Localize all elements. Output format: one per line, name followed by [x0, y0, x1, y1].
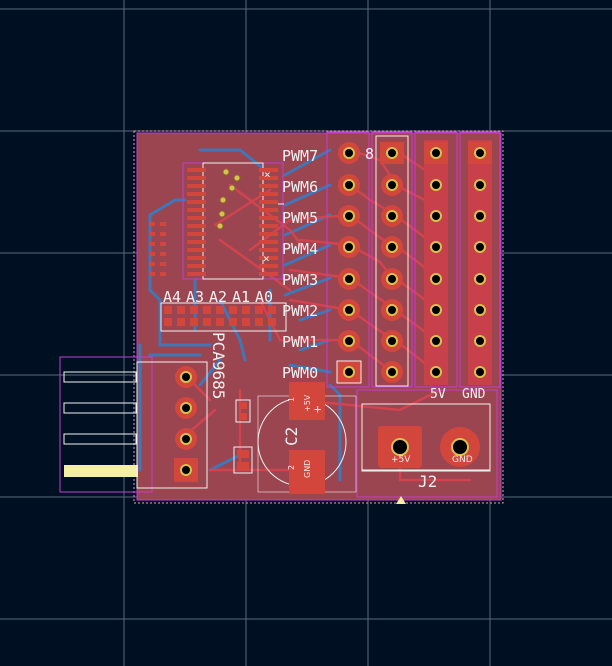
- pwm-label-5: PWM5: [282, 209, 318, 227]
- front-copper-traces: [178, 148, 472, 482]
- capacitor-pin1-net: +5V: [303, 394, 312, 412]
- pwm-label-3: PWM3: [282, 271, 318, 289]
- analog-labels: A4 A3 A2 A1 A0: [163, 288, 273, 306]
- analog-label-a1: A1: [232, 288, 250, 306]
- ic-body-outline: [202, 162, 264, 280]
- ic-pads-left: [187, 168, 206, 276]
- header-courtyard-signal: [371, 131, 413, 388]
- pwm-label-0: PWM0: [282, 364, 318, 382]
- address-jumper-pads: [164, 306, 276, 326]
- pwm-label-4: PWM4: [282, 240, 318, 258]
- rail-label-gnd: GND: [462, 387, 486, 402]
- capacitor-pin2-number: 2: [287, 465, 296, 470]
- pwm-label-7: PWM7: [282, 147, 318, 165]
- cross-marker-icon: ×: [263, 252, 270, 265]
- board-outline: [136, 132, 502, 501]
- header-courtyard-pwm: [326, 131, 370, 388]
- pin-header-pwm[interactable]: [336, 142, 362, 384]
- small-resistors[interactable]: [233, 399, 253, 474]
- terminal-courtyard: [356, 389, 498, 498]
- analog-label-a3: A3: [186, 288, 204, 306]
- header-courtyard-gnd: [459, 131, 501, 388]
- pwm-label-6: PWM6: [282, 178, 318, 196]
- ic-vias: [216, 168, 241, 230]
- pwm-label-1: PWM1: [282, 333, 318, 351]
- power-terminal-j2[interactable]: +5V GND J2: [356, 389, 498, 504]
- capacitor-polarity-mark: +: [314, 402, 321, 416]
- anchor-triangle-icon: [396, 496, 406, 504]
- header-silk-signal: [375, 135, 409, 387]
- pin-header-5v[interactable]: [424, 140, 448, 385]
- header-courtyard-5v: [414, 131, 458, 388]
- side-connector-highlight: [64, 465, 138, 477]
- capacitor-c2[interactable]: 1 +5V 2 GND C2 +: [257, 382, 357, 494]
- board-edge: [133, 130, 504, 504]
- side-connector-courtyard: [59, 356, 153, 493]
- back-copper-traces: [138, 148, 342, 482]
- ic-reference-label: PCA9685: [209, 332, 228, 399]
- terminal-reference: J2: [418, 472, 437, 491]
- resistor-array-left[interactable]: [149, 222, 166, 276]
- header-count-label: 8: [365, 145, 374, 163]
- rail-label-5v: 5V: [430, 387, 446, 402]
- capacitor-pad-2[interactable]: [289, 450, 325, 494]
- analog-label-a4: A4: [163, 288, 181, 306]
- capacitor-pad-1[interactable]: [289, 382, 325, 420]
- analog-label-a2: A2: [209, 288, 227, 306]
- side-connector[interactable]: [59, 356, 208, 493]
- ic-footprint[interactable]: [182, 162, 284, 280]
- terminal-pad-plus5v-label: +5V: [391, 455, 411, 465]
- pwm-labels: PWM7 PWM6 PWM5 PWM4 PWM3 PWM2 PWM1 PWM0: [282, 147, 318, 382]
- cross-marker-icon-2: ×: [264, 168, 271, 181]
- ic-pads-right: [259, 168, 278, 276]
- pin-header-gnd[interactable]: [468, 140, 492, 385]
- address-jumpers[interactable]: [160, 302, 287, 332]
- capacitor-pin1-number: 1: [287, 397, 296, 402]
- pin-header-signal[interactable]: [380, 142, 404, 383]
- capacitor-reference: C2: [282, 427, 301, 446]
- capacitor-pin2-net: GND: [303, 460, 312, 478]
- address-jumper-outline: [160, 302, 287, 332]
- terminal-outline: [361, 403, 491, 472]
- terminal-pad-gnd-label: GND: [452, 455, 473, 465]
- analog-label-a0: A0: [255, 288, 273, 306]
- pwm-label-2: PWM2: [282, 302, 318, 320]
